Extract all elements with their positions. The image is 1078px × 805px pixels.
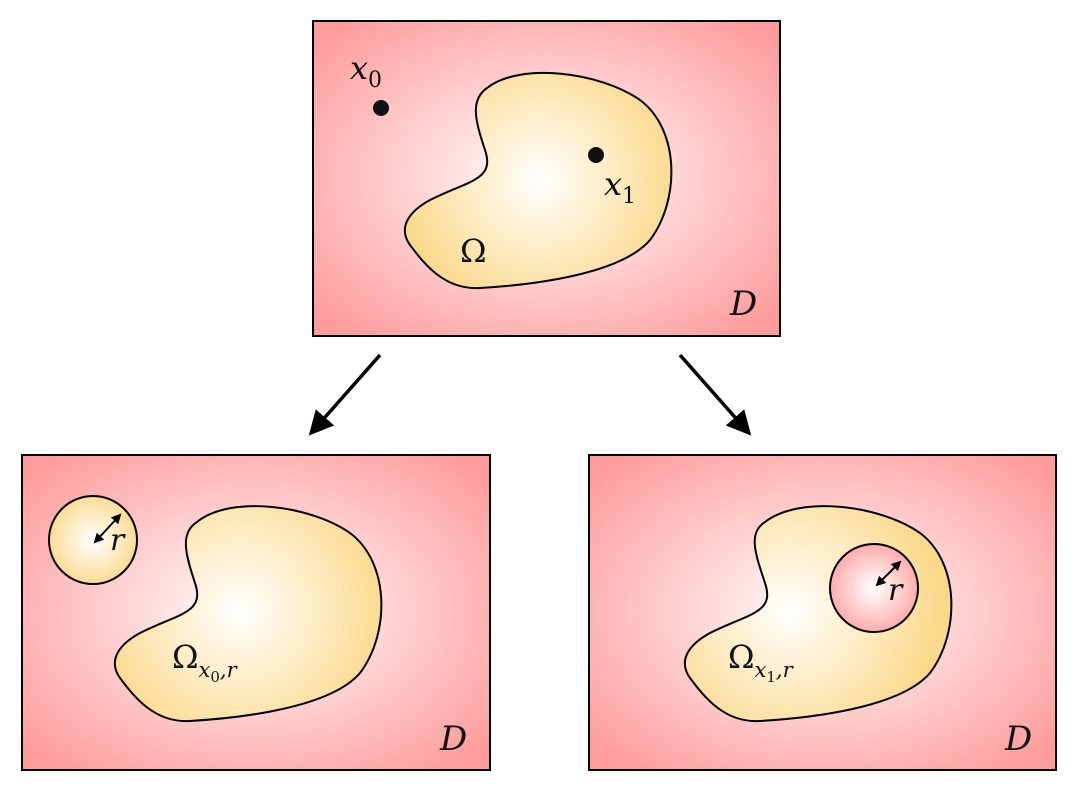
omega-shape-left (113, 505, 383, 723)
domain-label-left: D (439, 719, 467, 759)
arrow-to-right (678, 353, 752, 436)
point-x1-label: x1 (604, 165, 636, 209)
hole-disk-right (829, 543, 919, 633)
bottom-right-panel: r Ωx1,r D (588, 454, 1057, 771)
point-x0-label: x0 (350, 49, 382, 93)
point-x1-dot (588, 147, 604, 163)
radius-arrow-right (875, 560, 902, 587)
omega-label-top: Ω (460, 232, 487, 270)
radius-arrow-left (93, 513, 122, 544)
bottom-left-panel: r Ωx0,r D (21, 454, 491, 771)
top-panel: x0 x1 Ω D (312, 20, 781, 337)
radius-label-right: r (888, 573, 904, 608)
domain-label-right: D (1004, 719, 1032, 759)
omega-label-left: Ωx0,r (172, 638, 239, 686)
omega-shape-top (403, 71, 673, 290)
radius-label-left: r (110, 523, 126, 558)
omega-label-right: Ωx1,r (728, 638, 795, 686)
point-x0-dot (373, 100, 389, 116)
arrow-to-left (308, 353, 382, 436)
domain-label-top: D (729, 284, 757, 324)
